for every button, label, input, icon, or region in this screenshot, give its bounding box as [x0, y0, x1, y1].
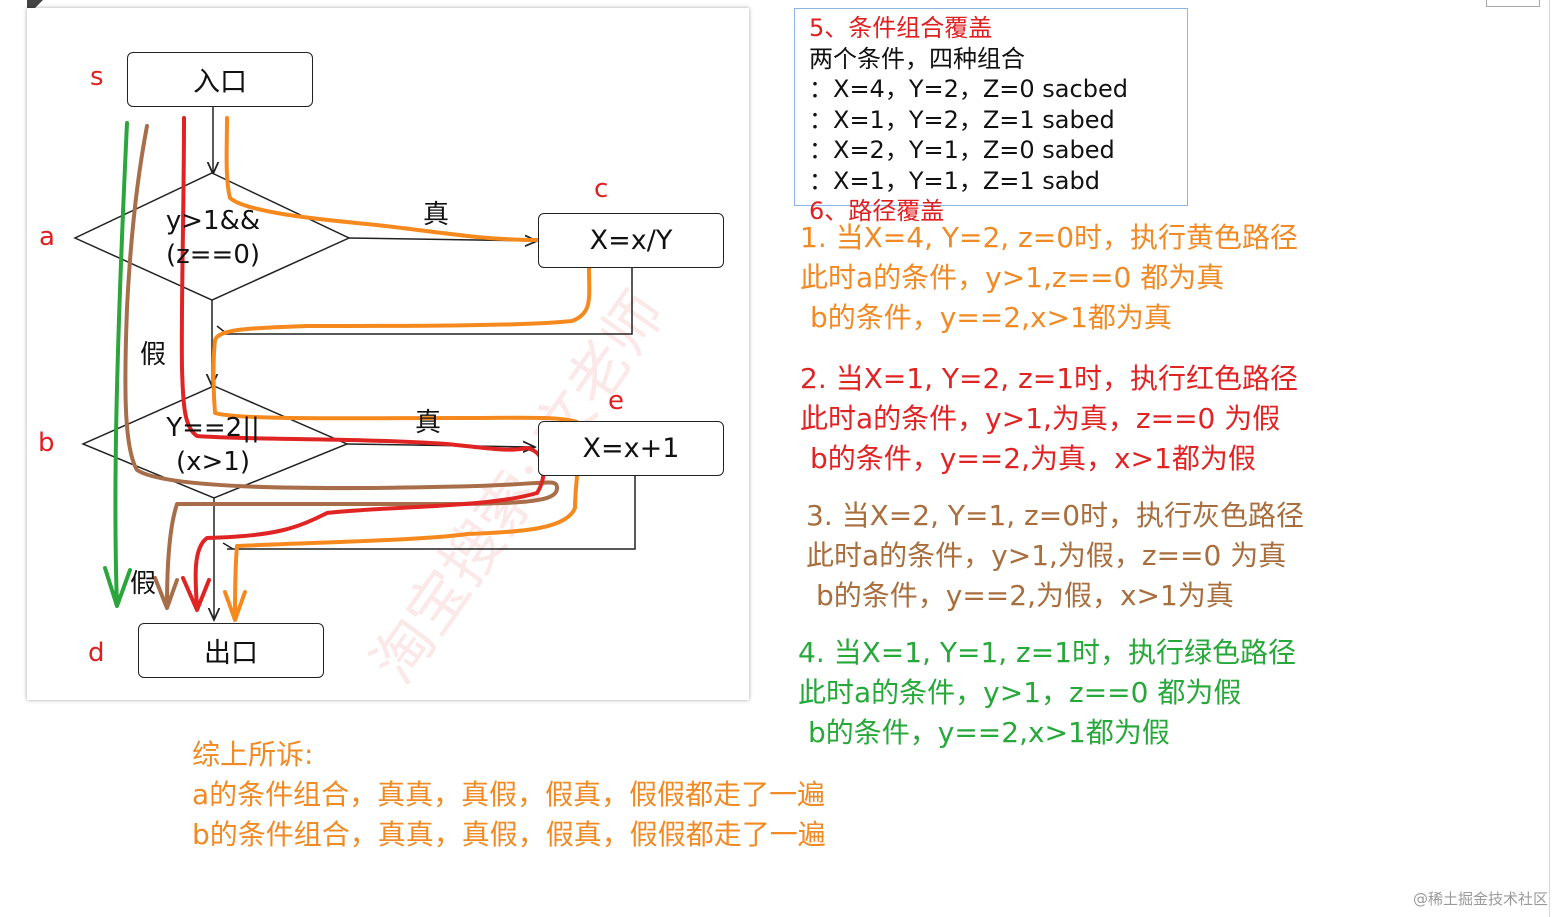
- scroll-edge: [1549, 0, 1550, 917]
- node-letter-c: c: [594, 174, 609, 204]
- node-letter-e: e: [608, 386, 624, 416]
- summary-line: a的条件组合，真真，真假，假真，假假都走了一遍: [192, 778, 826, 811]
- path-green: [103, 121, 132, 608]
- note-line: b的条件，y==2,为假，x>1为真: [816, 579, 1234, 612]
- note-line: 3. 当X=2, Y=1, z=0时，执行灰色路径: [806, 499, 1305, 532]
- note-line: 此时a的条件，y>1,为真，z==0 为假: [800, 402, 1281, 435]
- false-label-b: 假: [130, 569, 157, 599]
- note-line: 4. 当X=1, Y=1, z=1时，执行绿色路径: [798, 636, 1297, 669]
- corner-frame: [1486, 0, 1540, 7]
- spec-row: ：X=1，Y=2，Z=1 sabed: [809, 105, 1115, 134]
- node-letter-s: s: [90, 62, 104, 92]
- note-green-path: 4. 当X=1, Y=1, z=1时，执行绿色路径 此时a的条件，y>1，z==…: [798, 633, 1296, 753]
- path-orange: [211, 116, 592, 622]
- box-c: X=x/Y: [538, 213, 724, 268]
- diamond-a-line1: y>1&&: [165, 206, 261, 236]
- node-letter-a: a: [39, 222, 55, 252]
- note-line: b的条件，y==2,x>1都为假: [808, 716, 1170, 749]
- note-line: 此时a的条件，y>1,z==0 都为真: [800, 261, 1225, 294]
- edge-e-merge: [227, 476, 636, 550]
- node-letter-b: b: [38, 428, 55, 458]
- summary: 综上所诉: a的条件组合，真真，真假，假真，假假都走了一遍 b的条件组合，真真，…: [192, 735, 826, 855]
- spec-box: 5、条件组合覆盖 两个条件，四种组合 ：X=4，Y=2，Z=0 sacbed ：…: [794, 8, 1188, 225]
- note-brown-path: 3. 当X=2, Y=1, z=0时，执行灰色路径 此时a的条件，y>1,为假，…: [806, 496, 1304, 616]
- flowchart-canvas: [73, 107, 636, 622]
- diamond-a-line2: (z==0): [165, 240, 261, 270]
- spec-row: ：X=1，Y=1，Z=1 sabd: [809, 166, 1100, 195]
- summary-line: b的条件组合，真真，真假，假真，假假都走了一遍: [192, 818, 826, 851]
- diamond-b-line2: (x>1): [175, 447, 250, 477]
- exit-box: 出口: [138, 623, 324, 678]
- entry-box: 入口: [127, 52, 313, 107]
- note-orange-path: 1. 当X=4, Y=2, z=0时，执行黄色路径 此时a的条件，y>1,z==…: [800, 218, 1298, 338]
- path-red: [179, 116, 546, 612]
- spec-title: 5、条件组合覆盖: [809, 14, 993, 42]
- edge-merge-arrow2: [222, 542, 234, 550]
- spec-cut-line: 6、路径覆盖: [809, 197, 945, 225]
- true-label-b: 真: [415, 408, 442, 438]
- true-label-a: 真: [423, 200, 450, 230]
- edge-c-merge: [219, 268, 633, 335]
- flowchart-panel: 淘宝搜索: 文老师: [27, 8, 749, 700]
- note-line: 此时a的条件，y>1,为假，z==0 为真: [806, 539, 1287, 572]
- note-line: b的条件，y==2,为真，x>1都为假: [810, 442, 1256, 475]
- note-red-path: 2. 当X=1, Y=2, z=1时，执行红色路径 此时a的条件，y>1,为真，…: [800, 359, 1298, 479]
- diamond-b-line1: Y==2||: [166, 413, 260, 443]
- spec-subtitle: 两个条件，四种组合: [809, 44, 1025, 73]
- spec-row: ：X=2，Y=1，Z=0 sabed: [809, 136, 1115, 164]
- note-line: 2. 当X=1, Y=2, z=1时，执行红色路径: [800, 362, 1299, 395]
- credit-watermark: @稀土掘金技术社区: [1412, 890, 1548, 908]
- summary-line: 综上所诉:: [192, 738, 314, 771]
- note-line: 此时a的条件，y>1，z==0 都为假: [798, 676, 1242, 709]
- false-label-a: 假: [140, 340, 167, 370]
- node-letter-d: d: [88, 638, 105, 668]
- path-brown: [123, 124, 559, 610]
- note-line: 1. 当X=4, Y=2, z=0时，执行黄色路径: [800, 221, 1299, 254]
- note-line: b的条件，y==2,x>1都为真: [810, 301, 1172, 334]
- box-e: X=x+1: [538, 421, 724, 476]
- spec-row: ：X=4，Y=2，Z=0 sacbed: [809, 75, 1128, 103]
